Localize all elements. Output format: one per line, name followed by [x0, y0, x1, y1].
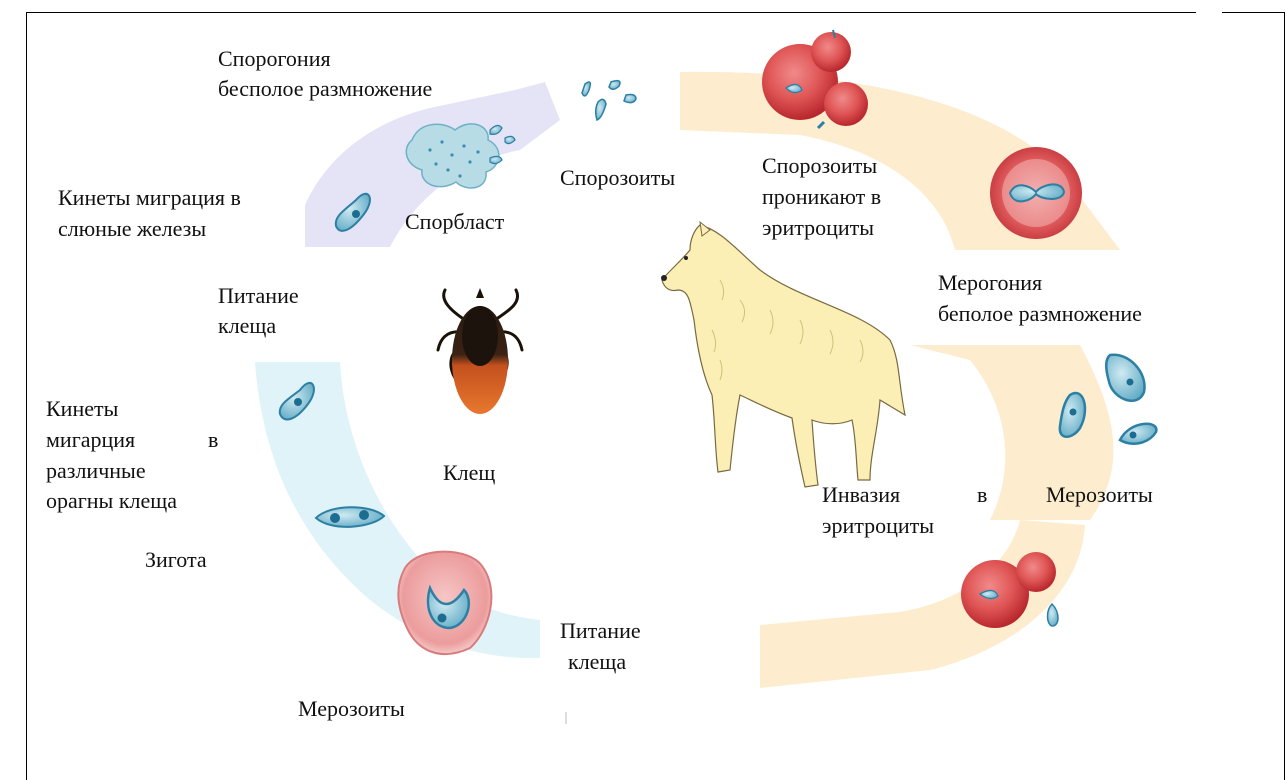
- label-invasion-2: эритроциты: [822, 511, 934, 541]
- label-merozoites-bottom: Мерозоиты: [298, 694, 405, 724]
- label-tick: Клещ: [443, 458, 495, 488]
- label-invasion-1: Инвазия: [822, 480, 900, 510]
- label-merozoites-right: Мерозоиты: [1046, 480, 1153, 510]
- dog-cycle-arc-bottom: [760, 520, 1085, 688]
- label-tick-feeding-top-2: клеща: [218, 311, 276, 341]
- label-sporozoites: Спорозоиты: [560, 163, 675, 193]
- label-merogony-1: Мерогония: [938, 268, 1042, 298]
- rbc-dividing: [990, 147, 1082, 239]
- rbc-cluster-bottom: [961, 552, 1058, 628]
- sporozoites-cluster: [582, 81, 636, 120]
- label-kinetes-organs-4: орагны клеща: [46, 486, 177, 516]
- label-kinetes-organs-3: различные: [46, 456, 146, 486]
- label-zygote: Зигота: [145, 545, 207, 575]
- label-kinetes-glands-2: слюные железы: [58, 214, 206, 244]
- label-tick-feeding-bottom-1: Питание: [560, 616, 641, 646]
- label-sporozoites-penetrate-1: Спорозоиты: [762, 151, 877, 181]
- label-kinetes-glands-1: Кинеты миграция в: [58, 183, 241, 213]
- label-asexual-reproduction-tick: бесполое размножение: [218, 74, 432, 104]
- label-sporozoites-penetrate-3: эритроциты: [762, 213, 874, 243]
- label-kinetes-organs-2: мигарция: [46, 425, 135, 455]
- label-sporozoites-penetrate-2: проникают в: [762, 182, 881, 212]
- label-invasion-in: в: [977, 480, 987, 510]
- label-tick-feeding-top-1: Питание: [218, 281, 299, 311]
- tick-illustration: [438, 288, 522, 414]
- label-kinetes-organs-1: Кинеты: [46, 394, 118, 424]
- label-kinetes-organs-2-in: в: [208, 425, 218, 455]
- label-sporogony: Спорогония: [218, 44, 331, 74]
- gametocyte-in-cell: [398, 552, 491, 654]
- label-sporoblast: Спорбласт: [405, 207, 504, 237]
- label-merogony-2: беполое размножение: [938, 299, 1142, 329]
- label-tick-feeding-bottom-2: клеща: [568, 647, 626, 677]
- dog-illustration: [661, 222, 905, 487]
